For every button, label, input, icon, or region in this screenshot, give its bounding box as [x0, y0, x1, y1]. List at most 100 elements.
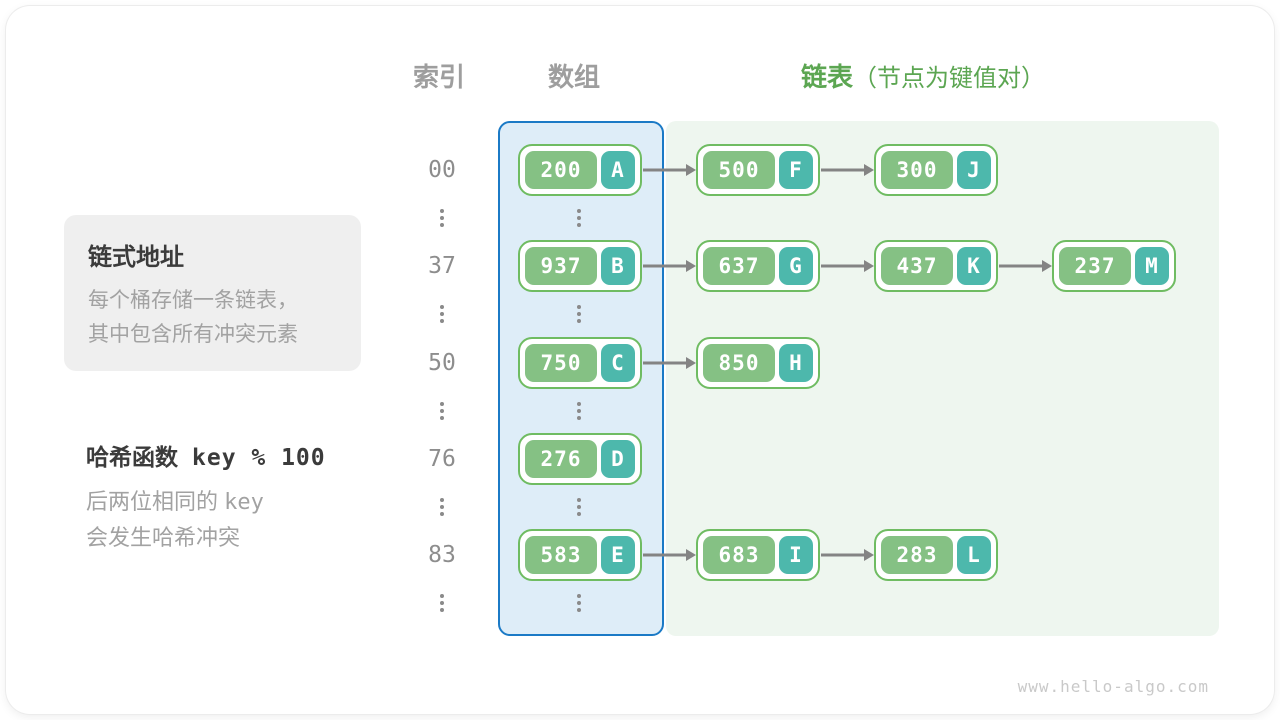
node-key: 237 — [1059, 247, 1131, 285]
node-key: 937 — [525, 247, 597, 285]
arrow-line — [999, 264, 1043, 268]
ellipsis-dot — [440, 416, 444, 420]
array-ellipsis — [577, 594, 581, 615]
ellipsis-dot — [440, 209, 444, 213]
node-value: E — [601, 536, 635, 574]
index-ellipsis — [440, 209, 444, 230]
node-value: K — [957, 247, 991, 285]
chaining-info-box: 链式地址 每个桶存储一条链表， 其中包含所有冲突元素 — [64, 215, 361, 371]
node-value: J — [957, 151, 991, 189]
node-key: 850 — [703, 344, 775, 382]
arrow-line — [821, 264, 865, 268]
node-key: 283 — [881, 536, 953, 574]
hash-note-line: 会发生哈希冲突 — [86, 525, 241, 550]
ellipsis-dot — [440, 608, 444, 612]
ellipsis-dot — [440, 512, 444, 516]
ellipsis-dot — [577, 216, 581, 220]
node-key: 200 — [525, 151, 597, 189]
hash-note-line: 后两位相同的 key — [86, 484, 326, 520]
ellipsis-dot — [440, 498, 444, 502]
node-value: L — [957, 536, 991, 574]
ellipsis-dot — [440, 505, 444, 509]
arrow-line — [643, 361, 687, 365]
arrow-line — [643, 264, 687, 268]
info-box-body: 每个桶存储一条链表， 其中包含所有冲突元素 — [88, 284, 337, 352]
next-pointer-arrow — [642, 162, 696, 178]
index-ellipsis — [440, 305, 444, 326]
bucket-index-label: 00 — [428, 157, 456, 183]
array-ellipsis — [577, 498, 581, 519]
ellipsis-dot — [440, 402, 444, 406]
bucket-index-label: 76 — [428, 446, 456, 472]
hash-function-label: 哈希函数 — [86, 444, 178, 470]
array-ellipsis — [577, 209, 581, 230]
arrow-head — [686, 260, 696, 272]
next-pointer-arrow — [820, 258, 874, 274]
ellipsis-dot — [440, 312, 444, 316]
node-key: 500 — [703, 151, 775, 189]
ellipsis-dot — [577, 319, 581, 323]
arrow-line — [821, 553, 865, 557]
index-ellipsis — [440, 498, 444, 519]
arrow-head — [686, 549, 696, 561]
ellipsis-dot — [577, 416, 581, 420]
ellipsis-dot — [577, 608, 581, 612]
ellipsis-dot — [577, 594, 581, 598]
hash-note-line1-text: 后两位相同的 — [86, 489, 219, 514]
arrow-head — [864, 549, 874, 561]
arrow-head — [864, 260, 874, 272]
node-value: D — [601, 440, 635, 478]
node-value: M — [1135, 247, 1169, 285]
ellipsis-dot — [577, 505, 581, 509]
ellipsis-dot — [577, 512, 581, 516]
node-key: 276 — [525, 440, 597, 478]
node-key: 437 — [881, 247, 953, 285]
ellipsis-dot — [577, 601, 581, 605]
ellipsis-dot — [440, 594, 444, 598]
node-key: 583 — [525, 536, 597, 574]
node-key: 750 — [525, 344, 597, 382]
bucket-index-label: 37 — [428, 253, 456, 279]
node-value: A — [601, 151, 635, 189]
next-pointer-arrow — [642, 547, 696, 563]
diagram-card: 索引 数组 链表（节点为键值对） 链式地址 每个桶存储一条链表， 其中包含所有冲… — [6, 6, 1274, 714]
ellipsis-dot — [577, 209, 581, 213]
arrow-line — [643, 553, 687, 557]
ellipsis-dot — [577, 223, 581, 227]
index-ellipsis — [440, 594, 444, 615]
node-value: C — [601, 344, 635, 382]
arrow-head — [1042, 260, 1052, 272]
header-array-column: 数组 — [547, 62, 600, 92]
header-index-column: 索引 — [412, 62, 465, 92]
ellipsis-dot — [440, 216, 444, 220]
node-key: 637 — [703, 247, 775, 285]
ellipsis-dot — [577, 312, 581, 316]
node-value: B — [601, 247, 635, 285]
header-linked-list-note: （节点为键值对） — [853, 65, 1046, 92]
info-box-line: 其中包含所有冲突元素 — [88, 323, 298, 346]
header-linked-list: 链表 — [801, 62, 854, 92]
ellipsis-dot — [440, 601, 444, 605]
array-ellipsis — [577, 402, 581, 423]
array-ellipsis — [577, 305, 581, 326]
ellipsis-dot — [440, 223, 444, 227]
bucket-index-label: 83 — [428, 542, 456, 568]
next-pointer-arrow — [642, 258, 696, 274]
watermark: www.hello-algo.com — [1017, 677, 1209, 696]
ellipsis-dot — [577, 305, 581, 309]
